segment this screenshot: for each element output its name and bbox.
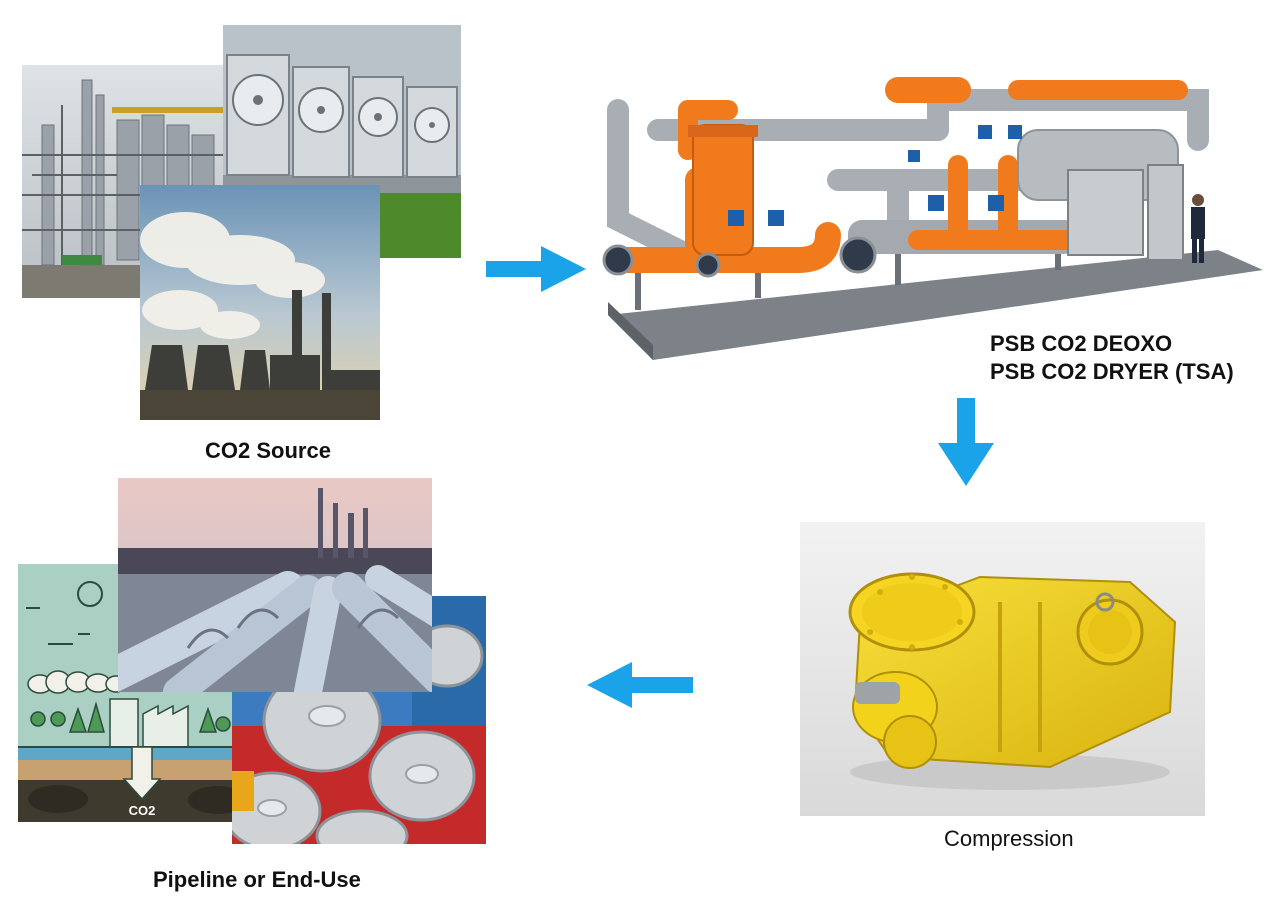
arrow-down-icon [938, 398, 994, 486]
co2-source-label: CO2 Source [205, 438, 331, 463]
deoxo-label: PSB CO2 DEOXO [990, 331, 1173, 356]
power-plant-photo [140, 185, 380, 420]
arrow-left-icon [587, 662, 693, 708]
deoxo-dryer-skid-photo [602, 77, 1263, 360]
pipeline-end-use-label: Pipeline or End-Use [153, 867, 361, 892]
arrow-right-icon [486, 246, 586, 292]
compressor-photo [800, 522, 1205, 816]
compression-label: Compression [944, 826, 1074, 851]
pipeline-photo [118, 478, 432, 692]
co2-storage-tag: CO2 [129, 803, 156, 818]
end-use-collage: CO2 [18, 478, 486, 845]
dryer-label: PSB CO2 DRYER (TSA) [990, 359, 1234, 384]
co2-source-collage [22, 25, 462, 420]
